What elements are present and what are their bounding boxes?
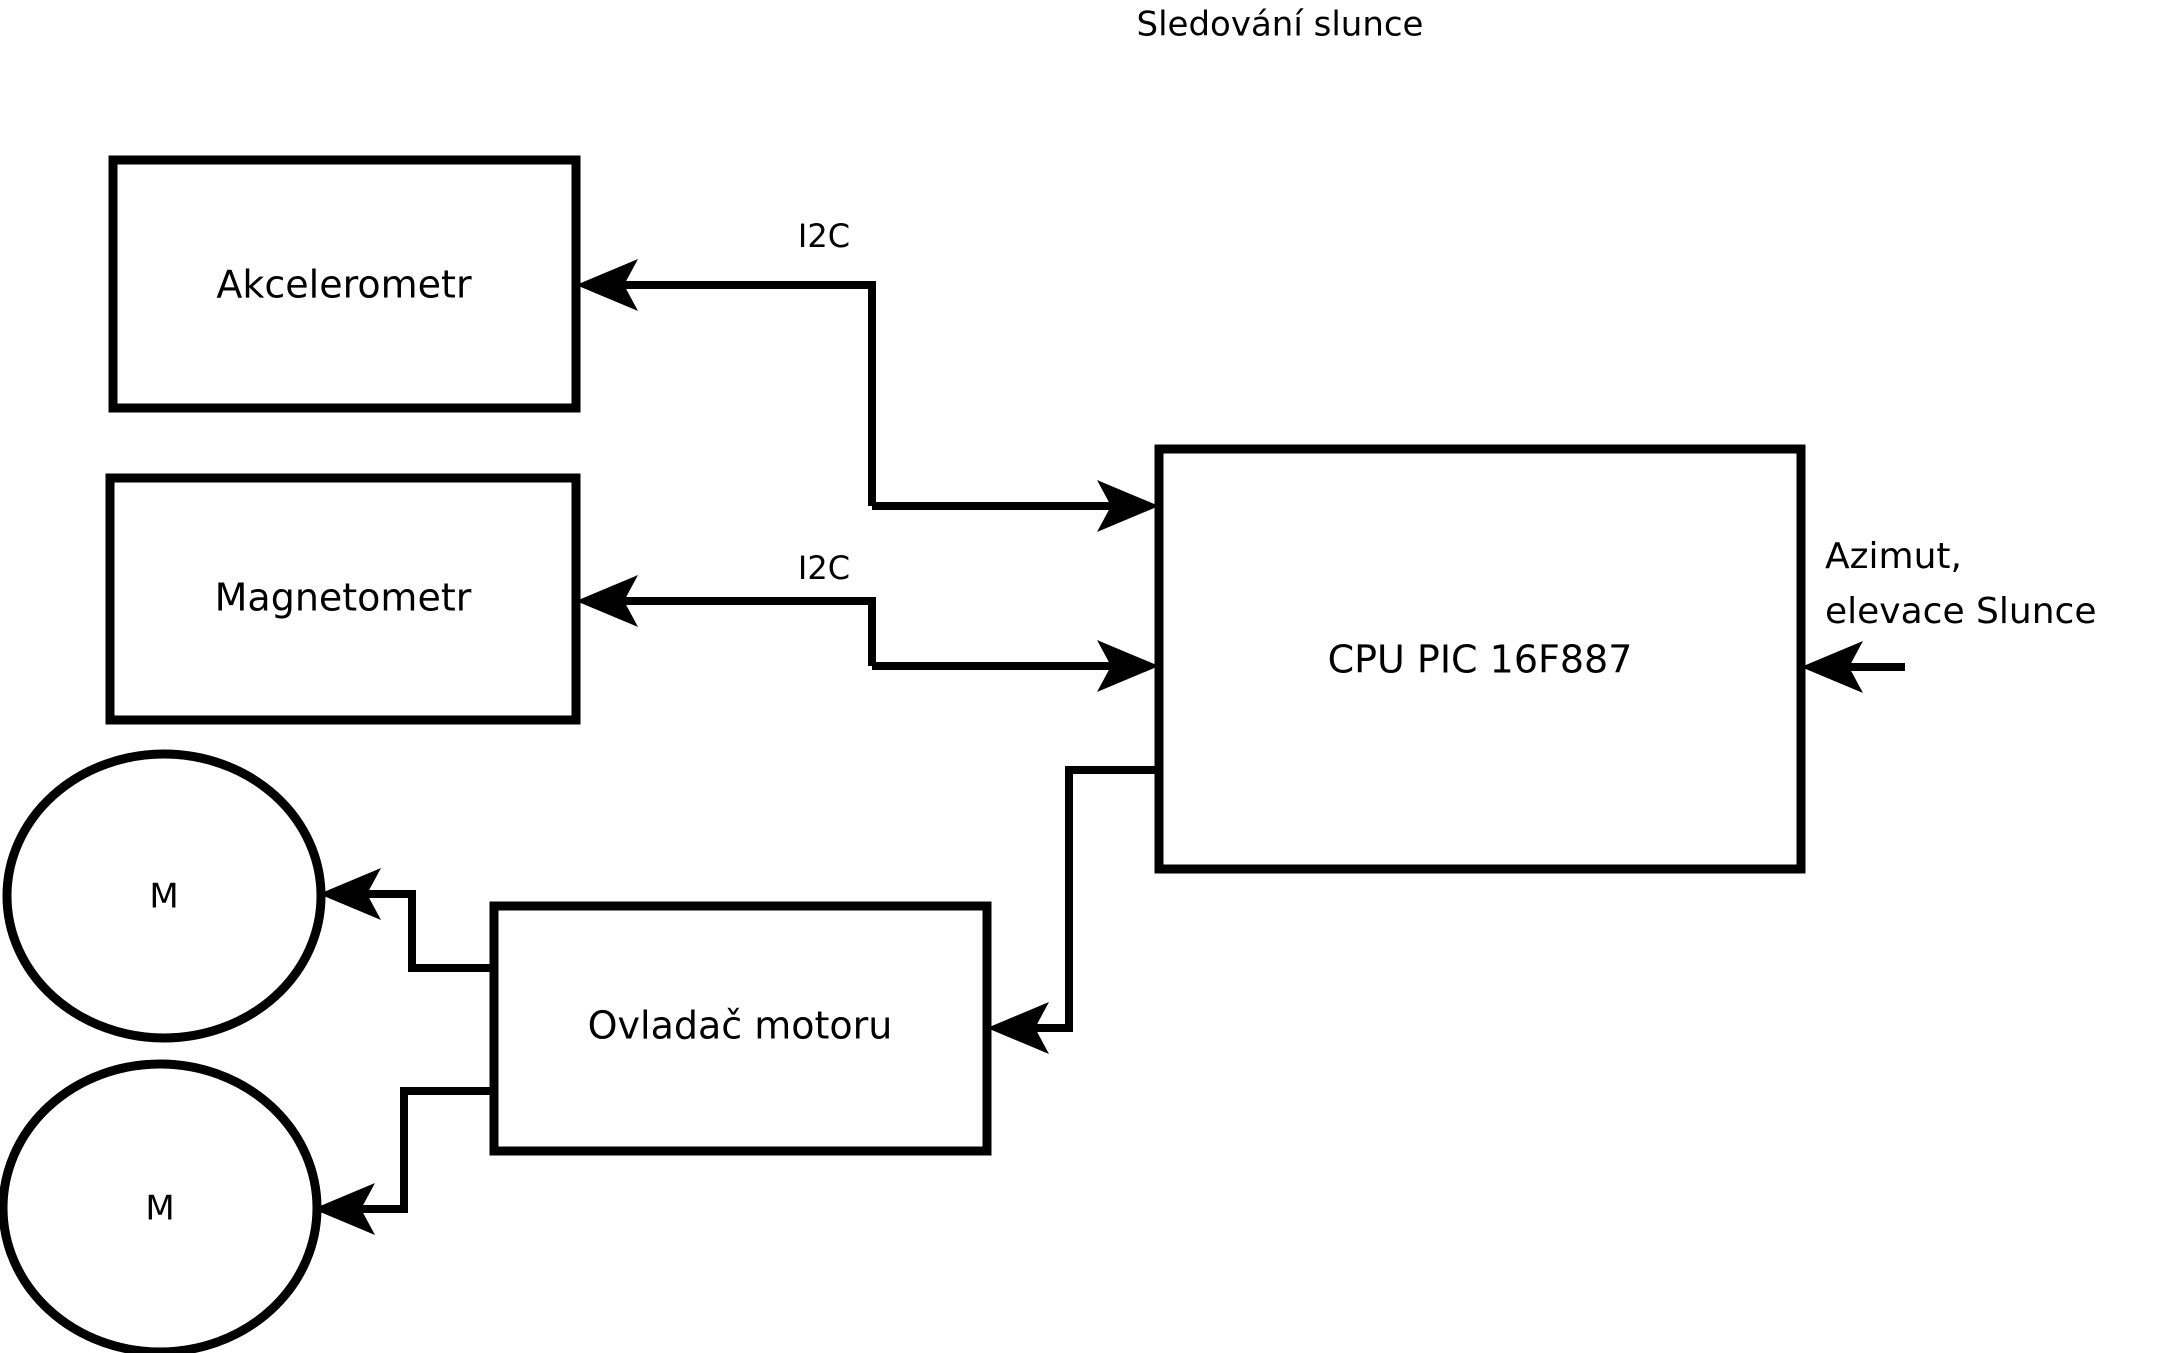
node-ovladac-motoru[interactable]: Ovladač motoru — [489, 901, 992, 1156]
node-motor-2[interactable]: M — [0, 1059, 322, 1353]
node-magnetometr[interactable]: Magnetometr — [105, 473, 581, 725]
connector-magnetometr-bus-to-cpu — [872, 640, 1159, 692]
node-akcelerometr[interactable]: Akcelerometr — [108, 155, 581, 413]
akcelerometr-label: Akcelerometr — [216, 263, 472, 307]
edge-label-i2c-magnetometer: I2C — [798, 549, 850, 587]
connector-ovladac-to-motor-2-path — [347, 1087, 494, 1213]
motor-1-label: M — [149, 877, 178, 917]
sun-input-label-line-2: elevace Slunce — [1825, 591, 2096, 632]
magnetometr-box[interactable] — [105, 473, 581, 725]
arrow-head-into-motor-2 — [313, 1183, 375, 1235]
connector-sun-input-to-cpu — [1801, 641, 1905, 693]
connector-ovladac-to-motor-1-path — [353, 890, 494, 972]
arrow-head-into-magnetometr — [576, 575, 638, 627]
motor-1-circle[interactable] — [2, 749, 326, 1043]
arrow-head-into-ovladac — [987, 1002, 1049, 1054]
connector-cpu-to-akcelerometr — [576, 259, 876, 506]
connector-cpu-to-akcelerometr-path — [608, 281, 876, 506]
connector-cpu-to-ovladac — [987, 766, 1159, 1054]
page-title: Sledování slunce — [1137, 5, 1424, 45]
edge-label-i2c-accelerometer: I2C — [798, 217, 850, 255]
node-motor-1[interactable]: M — [2, 749, 326, 1043]
arrow-head-into-cpu-mid — [1097, 640, 1159, 692]
arrow-head-into-motor-1 — [319, 868, 381, 920]
connector-cpu-to-magnetometr — [576, 575, 876, 666]
motor-2-label: M — [145, 1189, 174, 1229]
arrow-head-into-akcelerometr — [576, 259, 638, 311]
cpu-label: CPU PIC 16F887 — [1328, 638, 1633, 682]
connector-cpu-to-ovladac-path — [1019, 766, 1159, 1032]
arrow-head-into-cpu-top — [1097, 480, 1159, 532]
arrow-head-into-cpu-right — [1801, 641, 1863, 693]
connector-ovladac-to-motor-2 — [313, 1087, 494, 1235]
sun-input-label-line-1: Azimut, — [1825, 536, 1962, 577]
connector-akcelerometr-bus-to-cpu — [872, 480, 1159, 532]
magnetometr-label: Magnetometr — [215, 576, 472, 620]
connector-ovladac-to-motor-1 — [319, 868, 494, 972]
cpu-box[interactable] — [1154, 444, 1806, 874]
ovladac-motoru-box[interactable] — [489, 901, 992, 1156]
akcelerometr-box[interactable] — [108, 155, 581, 413]
ovladac-motoru-label: Ovladač motoru — [588, 1004, 893, 1048]
connector-cpu-to-magnetometr-path — [608, 597, 876, 666]
node-cpu[interactable]: CPU PIC 16F887 — [1154, 444, 1806, 874]
